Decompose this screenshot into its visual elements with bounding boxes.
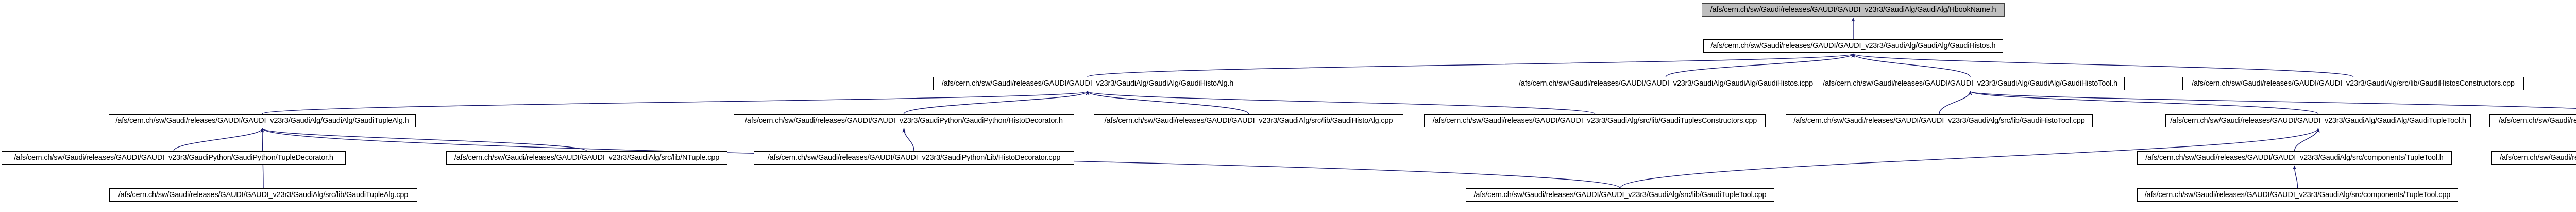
graph-node-label: /afs/cern.ch/sw/Gaudi/releases/GAUDI/GAU… bbox=[2192, 79, 2515, 88]
graph-node-label: /afs/cern.ch/sw/Gaudi/releases/GAUDI/GAU… bbox=[2170, 116, 2466, 125]
graph-node[interactable]: /afs/cern.ch/sw/Gaudi/releases/GAUDI/GAU… bbox=[2491, 151, 2576, 165]
graph-node[interactable]: /afs/cern.ch/sw/Gaudi/releases/GAUDI/GAU… bbox=[2137, 188, 2458, 202]
graph-edge bbox=[1939, 91, 1972, 115]
graph-node-label: /afs/cern.ch/sw/Gaudi/releases/GAUDI/GAU… bbox=[1710, 5, 1996, 14]
graph-node-label: /afs/cern.ch/sw/Gaudi/releases/GAUDI/GAU… bbox=[1104, 116, 1393, 125]
graph-edge bbox=[260, 128, 587, 152]
graph-node[interactable]: /afs/cern.ch/sw/Gaudi/releases/GAUDI/GAU… bbox=[2182, 77, 2524, 90]
graph-edge bbox=[903, 91, 1090, 115]
graph-node-label: /afs/cern.ch/sw/Gaudi/releases/GAUDI/GAU… bbox=[1823, 79, 2117, 88]
graph-node-label: /afs/cern.ch/sw/Gaudi/releases/GAUDI/GAU… bbox=[1710, 41, 1996, 50]
graph-node-root[interactable]: /afs/cern.ch/sw/Gaudi/releases/GAUDI/GAU… bbox=[1702, 3, 2005, 17]
graph-node[interactable]: /afs/cern.ch/sw/Gaudi/releases/GAUDI/GAU… bbox=[933, 77, 1242, 90]
graph-edge bbox=[2294, 128, 2320, 152]
graph-edge bbox=[1851, 53, 1971, 77]
graph-node[interactable]: /afs/cern.ch/sw/Gaudi/releases/GAUDI/GAU… bbox=[2137, 151, 2452, 165]
graph-node[interactable]: /afs/cern.ch/sw/Gaudi/releases/GAUDI/GAU… bbox=[1513, 77, 1819, 90]
graph-node[interactable]: /afs/cern.ch/sw/Gaudi/releases/GAUDI/GAU… bbox=[1094, 114, 1403, 127]
graph-node-label: /afs/cern.ch/sw/Gaudi/releases/GAUDI/GAU… bbox=[941, 79, 1234, 88]
graph-edge bbox=[1969, 91, 2576, 109]
graph-node[interactable]: /afs/cern.ch/sw/Gaudi/releases/GAUDI/GAU… bbox=[1786, 114, 2093, 127]
graph-edge bbox=[262, 91, 1089, 115]
graph-node-label: /afs/cern.ch/sw/Gaudi/releases/GAUDI/GAU… bbox=[767, 153, 1061, 162]
graph-node[interactable]: /afs/cern.ch/sw/Gaudi/releases/GAUDI/GAU… bbox=[109, 114, 416, 127]
graph-edge bbox=[1086, 91, 1249, 115]
graph-edge bbox=[1851, 53, 2354, 77]
graph-node[interactable]: /afs/cern.ch/sw/Gaudi/releases/GAUDI/GAU… bbox=[754, 151, 1074, 165]
graph-edge bbox=[1665, 53, 1855, 77]
graph-edge bbox=[2293, 165, 2298, 189]
graph-node[interactable]: /afs/cern.ch/sw/Gaudi/releases/GAUDI/GAU… bbox=[109, 188, 417, 202]
graph-node-label: /afs/cern.ch/sw/Gaudi/releases/GAUDI/GAU… bbox=[745, 116, 1063, 125]
graph-node-label: /afs/cern.ch/sw/Gaudi/releases/GAUDI/GAU… bbox=[115, 116, 409, 125]
graph-node-label: /afs/cern.ch/sw/Gaudi/releases/GAUDI/GAU… bbox=[2144, 190, 2451, 199]
graph-node[interactable]: /afs/cern.ch/sw/Gaudi/releases/GAUDI/GAU… bbox=[1424, 114, 1766, 127]
graph-node-label: /afs/cern.ch/sw/Gaudi/releases/GAUDI/GAU… bbox=[2145, 153, 2444, 162]
graph-edge bbox=[1086, 91, 1596, 115]
graph-node-label: /afs/cern.ch/sw/Gaudi/releases/GAUDI/GAU… bbox=[1518, 79, 1814, 88]
graph-node[interactable]: /afs/cern.ch/sw/Gaudi/releases/GAUDI/GAU… bbox=[2489, 114, 2576, 127]
graph-node-label: /afs/cern.ch/sw/Gaudi/releases/GAUDI/GAU… bbox=[118, 190, 409, 199]
graph-node[interactable]: /afs/cern.ch/sw/Gaudi/releases/GAUDI/GAU… bbox=[2165, 114, 2471, 127]
graph-node-label: /afs/cern.ch/sw/Gaudi/releases/GAUDI/GAU… bbox=[2500, 153, 2576, 162]
graph-edge bbox=[1968, 91, 2319, 115]
graph-node-label: /afs/cern.ch/sw/Gaudi/releases/GAUDI/GAU… bbox=[1793, 116, 2085, 125]
graph-node[interactable]: /afs/cern.ch/sw/Gaudi/releases/GAUDI/GAU… bbox=[446, 151, 727, 165]
graph-node-label: /afs/cern.ch/sw/Gaudi/releases/GAUDI/GAU… bbox=[1473, 190, 1767, 199]
graph-edge bbox=[1087, 53, 1855, 77]
graph-node-label: /afs/cern.ch/sw/Gaudi/releases/GAUDI/GAU… bbox=[454, 153, 720, 162]
graph-node[interactable]: /afs/cern.ch/sw/Gaudi/releases/GAUDI/GAU… bbox=[2, 151, 346, 165]
graph-node-label: /afs/cern.ch/sw/Gaudi/releases/GAUDI/GAU… bbox=[2499, 116, 2576, 125]
graph-node[interactable]: /afs/cern.ch/sw/Gaudi/releases/GAUDI/GAU… bbox=[1466, 188, 1774, 202]
graph-node-label: /afs/cern.ch/sw/Gaudi/releases/GAUDI/GAU… bbox=[14, 153, 333, 162]
graph-node[interactable]: /afs/cern.ch/sw/Gaudi/releases/GAUDI/GAU… bbox=[734, 114, 1074, 127]
graph-node[interactable]: /afs/cern.ch/sw/Gaudi/releases/GAUDI/GAU… bbox=[1703, 39, 2003, 53]
graph-edge bbox=[902, 128, 914, 152]
graph-edge bbox=[173, 128, 264, 152]
graph-node-label: /afs/cern.ch/sw/Gaudi/releases/GAUDI/GAU… bbox=[1432, 116, 1757, 125]
graph-node[interactable]: /afs/cern.ch/sw/Gaudi/releases/GAUDI/GAU… bbox=[1816, 77, 2125, 90]
